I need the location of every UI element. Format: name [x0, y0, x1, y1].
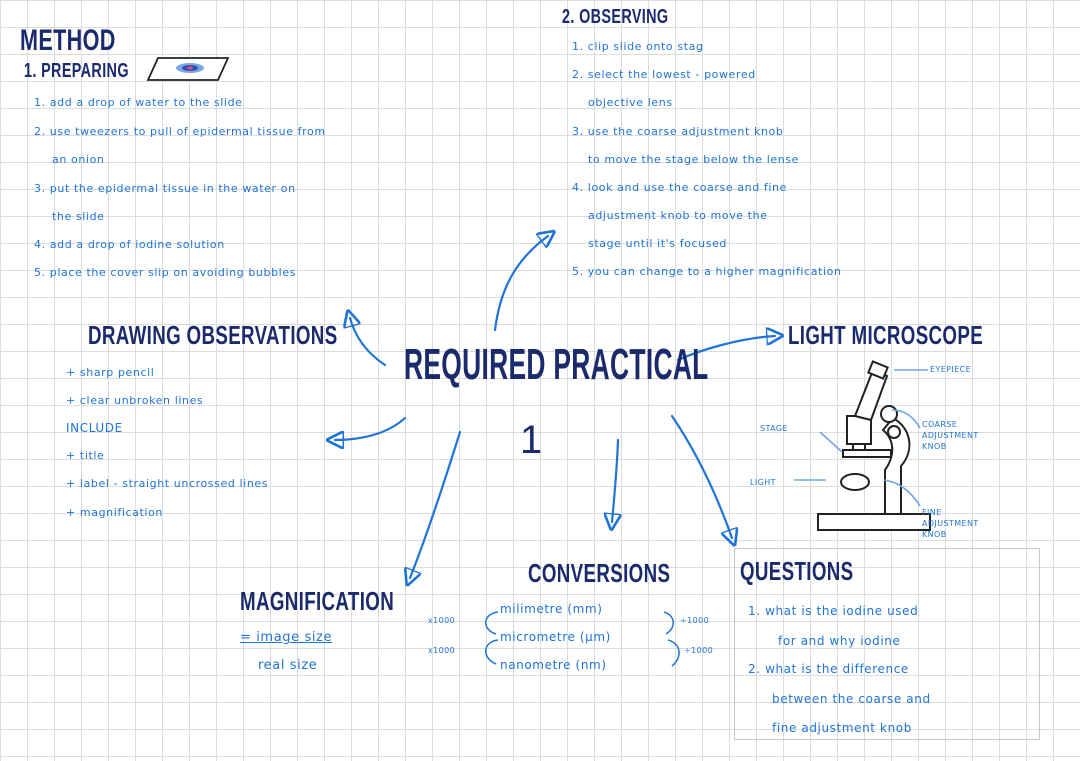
label-fine-3: KNOB: [922, 530, 947, 539]
obs-step-4-cont2: stage until it's focused: [588, 237, 728, 250]
prep-step-5: 5. place the cover slip on avoiding bubb…: [34, 266, 297, 279]
method-title: METHOD: [20, 24, 116, 57]
magnification-denominator: real size: [258, 658, 318, 673]
divide-label-1: ÷1000: [680, 616, 710, 625]
arrow-to-observing: [493, 236, 548, 332]
obs-step-5: 5. you can change to a higher magnificat…: [572, 265, 842, 278]
central-title-number: 1: [520, 418, 543, 462]
arrow-to-microscope: [676, 336, 775, 362]
label-coarse-1: COARSE: [922, 420, 958, 429]
multiply-label-2: x1000: [428, 646, 456, 655]
drawing-include-label: INCLUDE: [66, 421, 123, 435]
obs-step-2: 2. select the lowest - powered: [572, 68, 756, 81]
question-2: 2. what is the difference: [748, 662, 909, 676]
divide-label-2: ÷1000: [684, 646, 714, 655]
prep-step-4: 4. add a drop of iodine solution: [34, 238, 225, 251]
microscope-label-arrows: [794, 369, 928, 507]
obs-step-4: 4. look and use the coarse and fine: [572, 181, 787, 194]
drawing-item-3: + title: [66, 449, 105, 462]
conversion-arrows: [485, 611, 680, 667]
microscope-slide-icon: [146, 57, 230, 81]
prep-step-1: 1. add a drop of water to the slide: [34, 96, 243, 109]
microscope-drawing: [817, 360, 931, 531]
prep-step-3-cont: the slide: [52, 210, 105, 223]
label-stage: STAGE: [760, 424, 788, 433]
drawing-item-2: + clear unbroken lines: [66, 394, 204, 407]
multiply-label-1: x1000: [428, 616, 456, 625]
prep-step-2-cont: an onion: [52, 153, 105, 166]
questions-title: QUESTIONS: [740, 556, 854, 586]
label-fine-2: ADJUSTMENT: [922, 519, 979, 528]
magnification-numerator: = image size: [240, 630, 333, 645]
prep-step-2: 2. use tweezers to pull of epidermal tis…: [34, 125, 326, 138]
questions-box: [734, 548, 1040, 740]
arrow-to-drawing: [335, 416, 407, 440]
arrow-to-preparing: [350, 318, 387, 367]
central-title: REQUIRED PRACTICAL: [404, 340, 709, 389]
question-2-cont2: fine adjustment knob: [772, 721, 912, 735]
prep-step-3: 3. put the epidermal tissue in the water…: [34, 182, 296, 195]
preparing-title: 1. PREPARING: [24, 60, 129, 82]
unit-millimetre: milimetre (mm): [500, 602, 603, 616]
obs-step-3-cont: to move the stage below the lense: [588, 153, 800, 166]
conversions-title: CONVERSIONS: [528, 558, 671, 588]
label-eyepiece: EYEPIECE: [930, 365, 972, 374]
label-fine-1: FINE: [922, 508, 942, 517]
obs-step-2-cont: objective lens: [588, 96, 673, 109]
obs-step-3: 3. use the coarse adjustment knob: [572, 125, 784, 138]
question-2-cont: between the coarse and: [772, 692, 931, 706]
magnification-title: MAGNIFICATION: [240, 586, 395, 616]
question-1: 1. what is the iodine used: [748, 604, 919, 618]
arrow-to-questions: [670, 414, 732, 538]
arrow-to-conversions: [612, 438, 618, 522]
label-light: LIGHT: [750, 478, 776, 487]
observing-title: 2. OBSERVING: [562, 6, 669, 28]
unit-nanometre: nanometre (nm): [500, 658, 607, 672]
drawing-title: DRAWING OBSERVATIONS: [88, 320, 338, 350]
unit-micrometre: micrometre (μm): [500, 630, 611, 644]
obs-step-4-cont: adjustment knob to move the: [588, 209, 768, 222]
drawing-item-5: + magnification: [66, 506, 163, 519]
obs-step-1: 1. clip slide onto stag: [572, 40, 704, 53]
label-coarse-3: KNOB: [922, 442, 947, 451]
drawing-item-4: + label - straight uncrossed lines: [66, 477, 269, 490]
microscope-title: LIGHT MICROSCOPE: [788, 320, 984, 350]
label-coarse-2: ADJUSTMENT: [922, 431, 979, 440]
drawing-item-1: + sharp pencil: [66, 366, 155, 379]
arrow-to-magnification: [410, 430, 462, 578]
question-1-cont: for and why iodine: [778, 634, 901, 648]
